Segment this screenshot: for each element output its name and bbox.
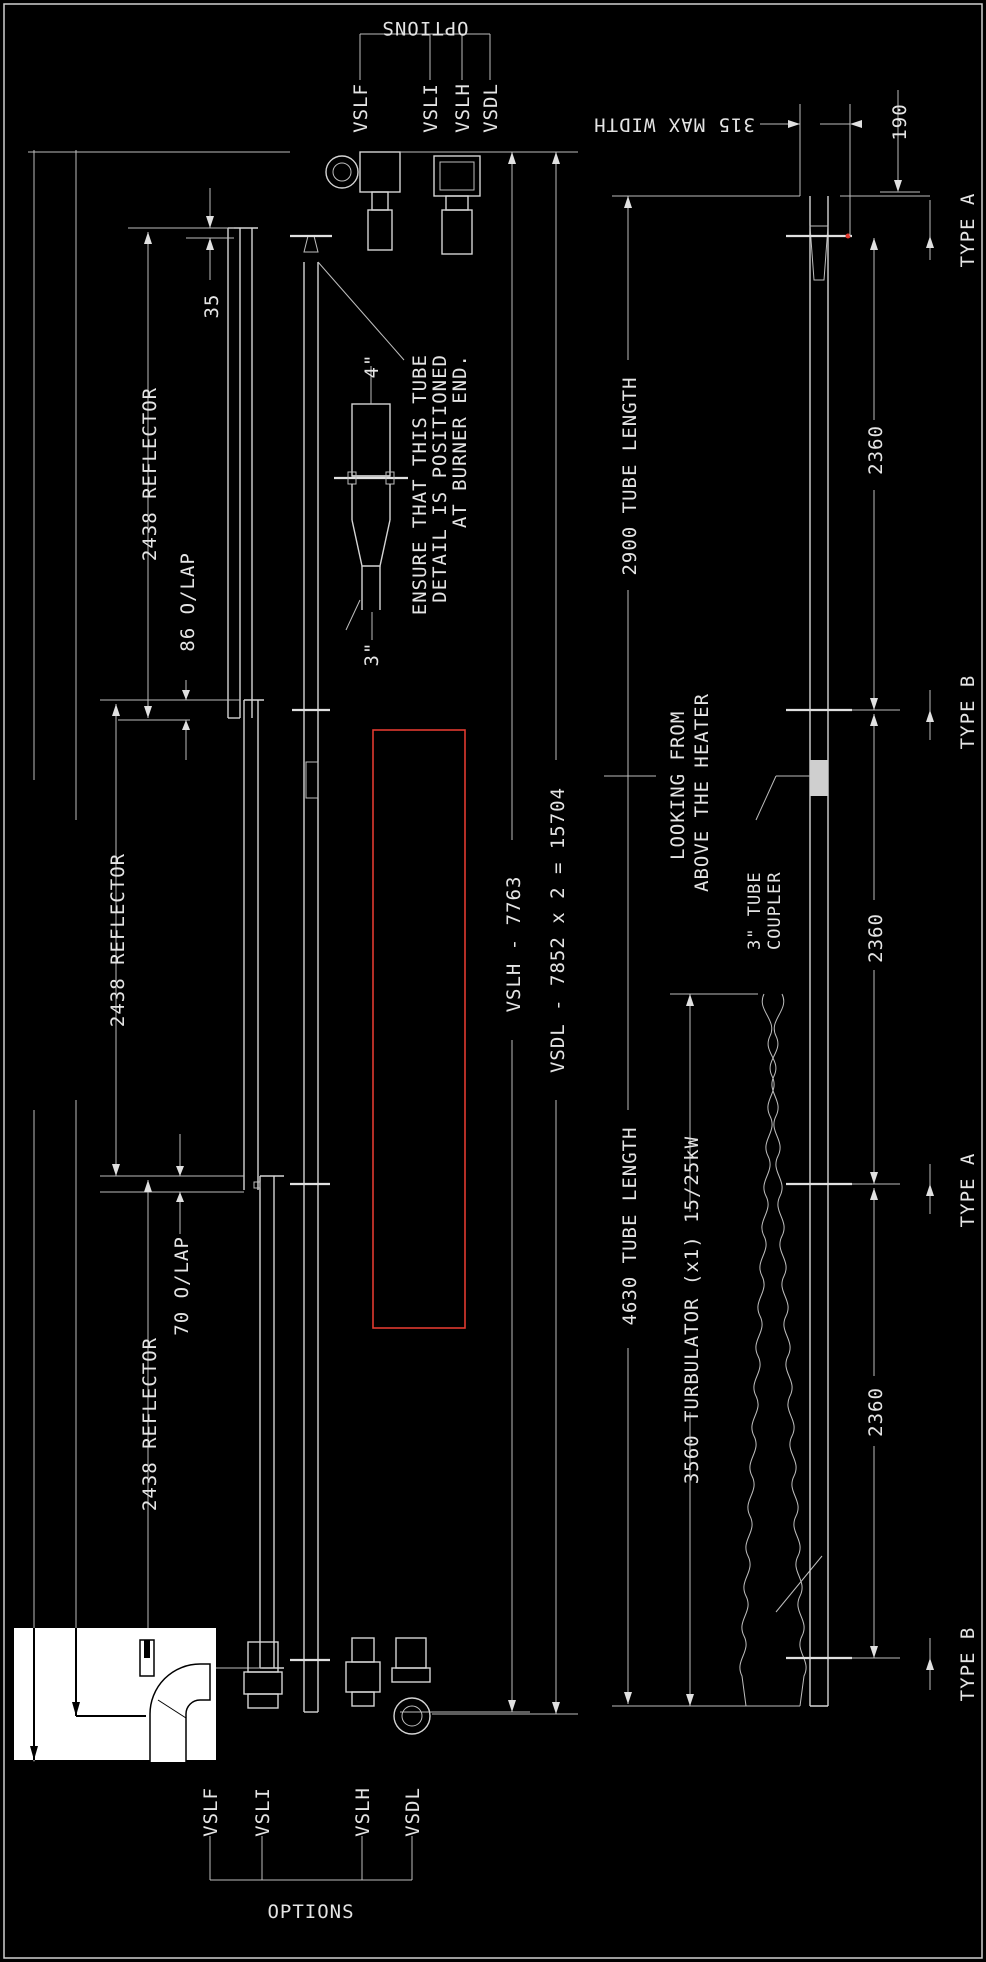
coupler-label-line2: COUPLER: [765, 871, 785, 950]
options-bottom-bracket: [209, 1836, 413, 1881]
options-top-label: OPTIONS: [381, 17, 468, 39]
overlap-86-label: 86 O/LAP: [177, 552, 199, 652]
width-dimensions: [760, 90, 930, 236]
ensure-note-line2: DETAIL IS POSITIONED: [429, 354, 451, 603]
ensure-note-line1: ENSURE THAT THIS TUBE: [409, 354, 431, 615]
option-top-vsdl: VSDL: [480, 83, 502, 133]
options-top-bracket: [359, 33, 491, 80]
overlap-70-label: 70 O/LAP: [171, 1236, 193, 1336]
looking-from-line1: LOOKING FROM: [667, 711, 689, 860]
hanger-spacing-1: 2360: [865, 425, 887, 475]
option-bottom-vsli: VSLI: [252, 1787, 274, 1837]
highlight-box: [372, 729, 466, 1329]
detail-3in-label: 3": [361, 642, 383, 667]
option-top-vslh: VSLH: [452, 83, 474, 133]
option-top-vsli: VSLI: [420, 83, 442, 133]
coupler-label-line1: 3" TUBE: [745, 871, 765, 950]
turbulator-twist: [761, 993, 807, 1707]
dimension-35-label: 35: [201, 294, 223, 319]
hanger-spacing-dimensions: [852, 200, 934, 1690]
max-width-label: 315 MAX WIDTH: [593, 114, 755, 136]
tube-detail: [334, 366, 408, 640]
turbulator-leader: [775, 1555, 823, 1613]
reflector-length-label-bottom: 2438 REFLECTOR: [139, 1337, 161, 1511]
hanger-type-a-2: TYPE A: [957, 1153, 979, 1228]
hanger-type-b-1: TYPE B: [957, 675, 979, 750]
hanger-spacing-3: 2360: [865, 1387, 887, 1437]
main-tube-right: [755, 196, 852, 1707]
option-bottom-vsdl: VSDL: [402, 1787, 424, 1837]
looking-from-line2: ABOVE THE HEATER: [691, 693, 713, 892]
tube-coupler: [810, 760, 828, 796]
tube-length-bottom-label: 4630 TUBE LENGTH: [619, 1126, 641, 1325]
elbow-inset: [14, 1628, 216, 1762]
vslh-length-label: VSLH - 7763: [503, 876, 525, 1013]
hanger-spacing-2: 2360: [865, 913, 887, 963]
ensure-note-line3: AT BURNER END.: [449, 354, 471, 528]
main-tube-left: [290, 234, 405, 1713]
options-bottom-label: OPTIONS: [267, 1901, 354, 1923]
reflector-sections: [227, 227, 284, 1669]
reflector-length-label-mid: 2438 REFLECTOR: [107, 853, 129, 1027]
tube-elbow-icon: [149, 1663, 211, 1762]
option-top-vslf: VSLF: [350, 83, 372, 133]
detail-4in-label: 4": [361, 354, 383, 379]
hanger-type-b-2: TYPE B: [957, 1627, 979, 1702]
reflector-length-label-top: 2438 REFLECTOR: [139, 387, 161, 561]
option-bottom-vslh: VSLH: [352, 1787, 374, 1837]
hanger-type-a-1: TYPE A: [957, 193, 979, 268]
tube-length-dimensions: [604, 195, 800, 1707]
turbulator-label: 3560 TURBULATOR (x1) 15/25kW: [681, 1136, 703, 1484]
dimension-190-label: 190: [889, 103, 911, 140]
top-burner-icon: [325, 151, 481, 255]
option-bottom-vslf: VSLF: [200, 1787, 222, 1837]
vsdl-length-label: VSDL - 7852 x 2 = 15704: [547, 787, 569, 1073]
unit-length-lines: [400, 151, 578, 1715]
tube-length-top-label: 2900 TUBE LENGTH: [619, 376, 641, 575]
